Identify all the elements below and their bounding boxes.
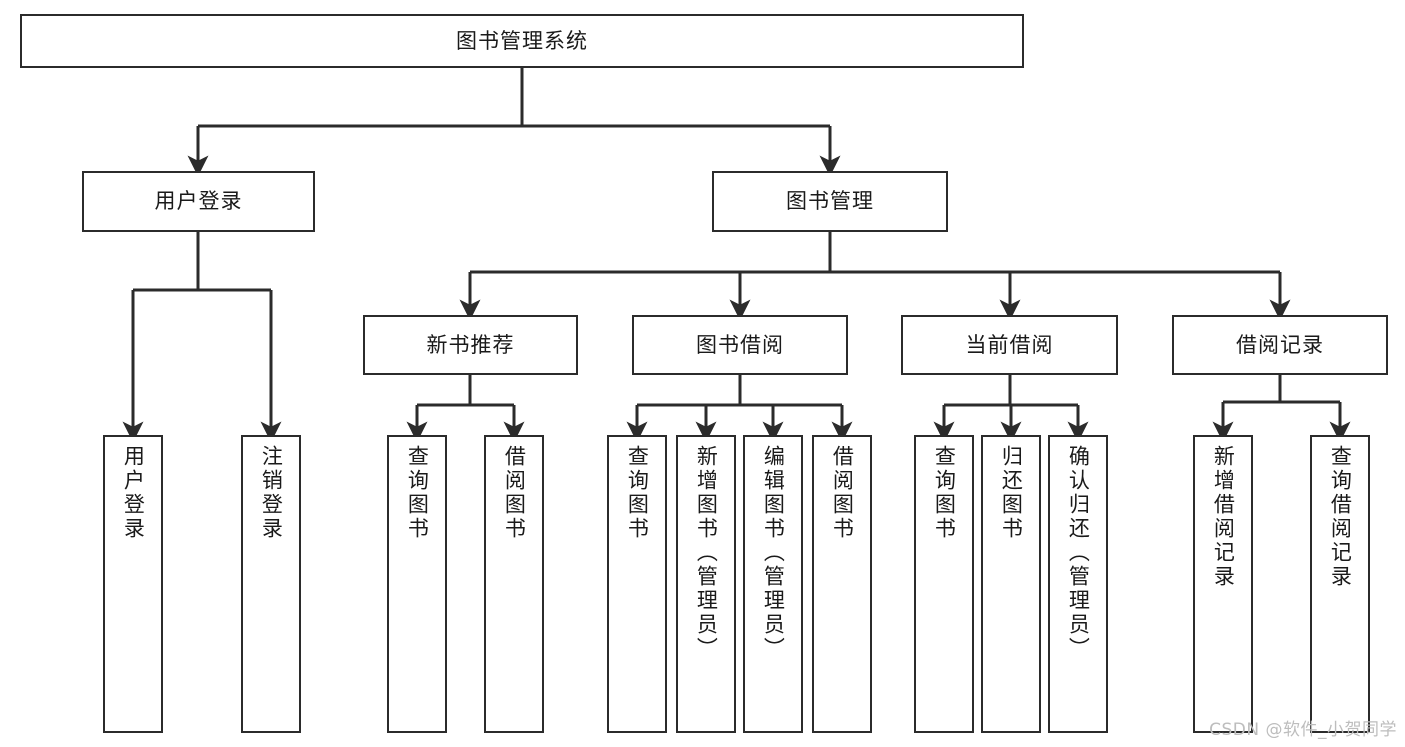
leaf-new-book-borrow[interactable]: 借阅图书 bbox=[484, 435, 544, 733]
node-borrow-record[interactable]: 借阅记录 bbox=[1172, 315, 1388, 375]
node-label: 图书管理系统 bbox=[456, 28, 588, 53]
node-book-management[interactable]: 图书管理 bbox=[712, 171, 948, 232]
node-label: 当前借阅 bbox=[965, 332, 1054, 357]
node-label: 借阅图书 bbox=[830, 445, 855, 541]
leaf-borrow-record-add[interactable]: 新增借阅记录 bbox=[1193, 435, 1253, 733]
node-book-borrow[interactable]: 图书借阅 bbox=[632, 315, 848, 375]
node-current-borrow[interactable]: 当前借阅 bbox=[901, 315, 1118, 375]
node-label: 用户登录 bbox=[154, 189, 243, 214]
leaf-current-borrow-return[interactable]: 归还图书 bbox=[981, 435, 1041, 733]
node-label: 归还图书 bbox=[999, 445, 1024, 541]
watermark-text: CSDN @软件_小贺同学 bbox=[1209, 720, 1397, 740]
node-label: 查询图书 bbox=[625, 445, 650, 541]
leaf-current-borrow-confirm-return[interactable]: 确认归还（管理员） bbox=[1048, 435, 1108, 733]
node-label: 图书管理 bbox=[786, 189, 874, 214]
node-label: 用户登录 bbox=[121, 445, 146, 541]
node-label: 查询借阅记录 bbox=[1328, 445, 1353, 589]
node-label: 新增图书（管理员） bbox=[694, 445, 719, 661]
leaf-book-borrow-add[interactable]: 新增图书（管理员） bbox=[676, 435, 736, 733]
leaf-current-borrow-query[interactable]: 查询图书 bbox=[914, 435, 974, 733]
node-label: 查询图书 bbox=[932, 445, 957, 541]
leaf-book-borrow-query[interactable]: 查询图书 bbox=[607, 435, 667, 733]
leaf-new-book-query[interactable]: 查询图书 bbox=[387, 435, 447, 733]
node-new-book-recommend[interactable]: 新书推荐 bbox=[363, 315, 578, 375]
node-label: 查询图书 bbox=[405, 445, 430, 541]
leaf-borrow-record-query[interactable]: 查询借阅记录 bbox=[1310, 435, 1370, 733]
leaf-book-borrow-lend[interactable]: 借阅图书 bbox=[812, 435, 872, 733]
node-label: 新书推荐 bbox=[426, 332, 515, 357]
node-label: 编辑图书（管理员） bbox=[761, 445, 786, 661]
node-user-login[interactable]: 用户登录 bbox=[82, 171, 315, 232]
node-label: 借阅图书 bbox=[502, 445, 527, 541]
leaf-user-login-login[interactable]: 用户登录 bbox=[103, 435, 163, 733]
leaf-user-login-logout[interactable]: 注销登录 bbox=[241, 435, 301, 733]
node-root-system[interactable]: 图书管理系统 bbox=[20, 14, 1024, 68]
node-label: 借阅记录 bbox=[1236, 332, 1324, 357]
leaf-book-borrow-edit[interactable]: 编辑图书（管理员） bbox=[743, 435, 803, 733]
node-label: 图书借阅 bbox=[696, 332, 784, 357]
node-label: 注销登录 bbox=[259, 445, 284, 541]
node-label: 新增借阅记录 bbox=[1211, 445, 1236, 589]
node-label: 确认归还（管理员） bbox=[1066, 445, 1091, 661]
